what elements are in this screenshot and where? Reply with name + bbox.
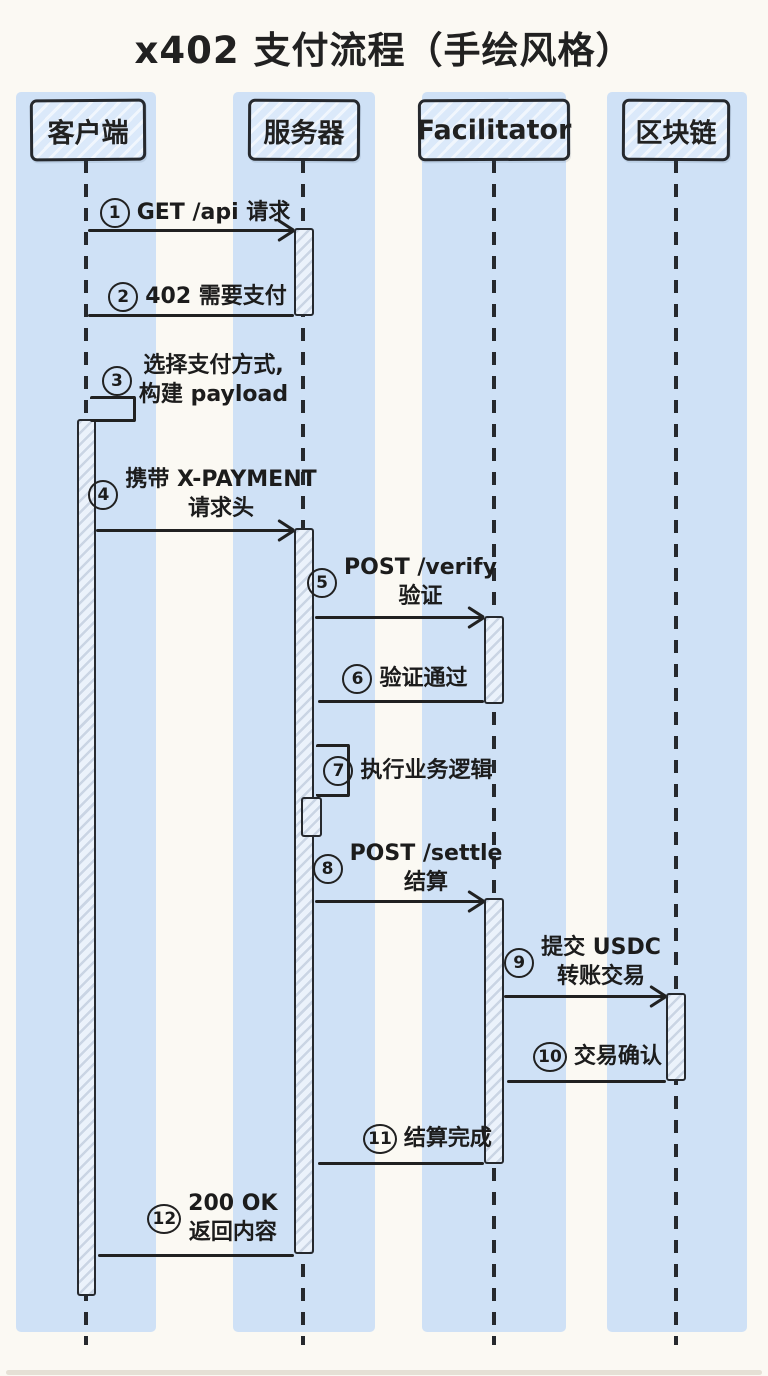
participant-label-server: 服务器 xyxy=(263,117,345,149)
activation-server-2 xyxy=(294,528,314,1254)
lifeline-facilitator xyxy=(492,160,496,1345)
message-number-5: 5 xyxy=(307,567,338,598)
activation-blockchain xyxy=(666,993,686,1081)
message-text: 验证通过 xyxy=(379,665,468,691)
message-arrow-1 xyxy=(88,229,292,232)
message-label-8: 8 POST /settle 结算 xyxy=(312,840,503,897)
message-label-5: 5 POST /verify 验证 xyxy=(307,554,497,611)
message-label-4: 4 携带 X-PAYMENT 请求头 xyxy=(88,466,317,523)
message-number-12: 12 xyxy=(147,1203,182,1234)
lifeline-blockchain xyxy=(674,160,678,1345)
participant-box-facilitator: Facilitator xyxy=(416,98,572,162)
message-arrow-8 xyxy=(315,900,482,903)
message-text: 结算完成 xyxy=(403,1125,492,1151)
message-number-3: 3 xyxy=(101,365,132,396)
message-number-6: 6 xyxy=(342,664,373,694)
message-number-4: 4 xyxy=(88,479,119,510)
message-text: 携带 X-PAYMENT xyxy=(125,467,317,492)
message-text: 200 OK xyxy=(188,1191,278,1216)
message-number-7: 7 xyxy=(323,756,354,786)
participant-label-facilitator: Facilitator xyxy=(416,114,572,146)
message-arrow-5 xyxy=(315,616,482,619)
participant-box-blockchain: 区块链 xyxy=(621,98,731,162)
message-text: 选择支付方式, xyxy=(143,353,284,378)
message-text: 构建 payload xyxy=(138,381,289,407)
message-text: 返回内容 xyxy=(188,1219,277,1245)
message-label-2: 2 402 需要支付 xyxy=(100,282,295,312)
message-arrow-9 xyxy=(504,995,664,998)
message-arrow-6 xyxy=(318,700,484,703)
participant-label-client: 客户端 xyxy=(47,117,129,149)
activation-server-nested xyxy=(301,797,322,837)
message-text: POST /verify xyxy=(344,555,497,580)
message-arrow-2 xyxy=(88,314,294,317)
activation-client xyxy=(77,419,96,1296)
message-text: 验证 xyxy=(398,583,443,609)
activation-server-1 xyxy=(294,228,314,316)
message-label-10: 10 交易确认 xyxy=(505,1042,690,1072)
message-number-8: 8 xyxy=(312,853,343,884)
self-loop-3 xyxy=(90,396,136,422)
message-arrow-10 xyxy=(507,1080,666,1083)
message-label-11: 11 结算完成 xyxy=(335,1124,520,1154)
participant-box-client: 客户端 xyxy=(29,98,147,162)
message-text: 提交 USDC xyxy=(541,935,661,960)
message-number-2: 2 xyxy=(108,282,139,312)
message-number-1: 1 xyxy=(99,198,130,228)
message-number-11: 11 xyxy=(363,1124,397,1154)
participant-label-blockchain: 区块链 xyxy=(635,117,717,149)
message-text: 402 需要支付 xyxy=(145,283,287,309)
message-text: 交易确认 xyxy=(573,1043,662,1069)
message-text: 请求头 xyxy=(188,495,255,521)
message-arrow-12 xyxy=(98,1254,294,1257)
message-number-10: 10 xyxy=(533,1042,567,1072)
bottom-shadow-line xyxy=(6,1370,762,1375)
message-label-6: 6 验证通过 xyxy=(325,664,485,694)
message-text: 执行业务逻辑 xyxy=(360,757,493,783)
message-label-3: 3 选择支付方式, 构建 payload xyxy=(95,352,295,409)
message-label-7: 7 执行业务逻辑 xyxy=(318,756,498,786)
message-text: GET /api 请求 xyxy=(136,199,291,225)
message-number-9: 9 xyxy=(504,947,535,978)
message-text: 结算 xyxy=(404,869,449,895)
participant-box-server: 服务器 xyxy=(247,98,361,162)
message-label-9: 9 提交 USDC 转账交易 xyxy=(500,934,665,991)
message-arrow-11 xyxy=(318,1162,484,1165)
activation-facilitator-1 xyxy=(484,616,504,704)
message-text: POST /settle xyxy=(349,841,503,866)
message-label-12: 12 200 OK 返回内容 xyxy=(120,1190,305,1247)
message-arrow-4 xyxy=(96,529,292,532)
message-label-1: 1 GET /api 请求 xyxy=(99,198,291,228)
message-text: 转账交易 xyxy=(556,963,645,989)
activation-facilitator-2 xyxy=(484,898,504,1164)
diagram-title: x402 支付流程（手绘风格） xyxy=(134,29,634,72)
